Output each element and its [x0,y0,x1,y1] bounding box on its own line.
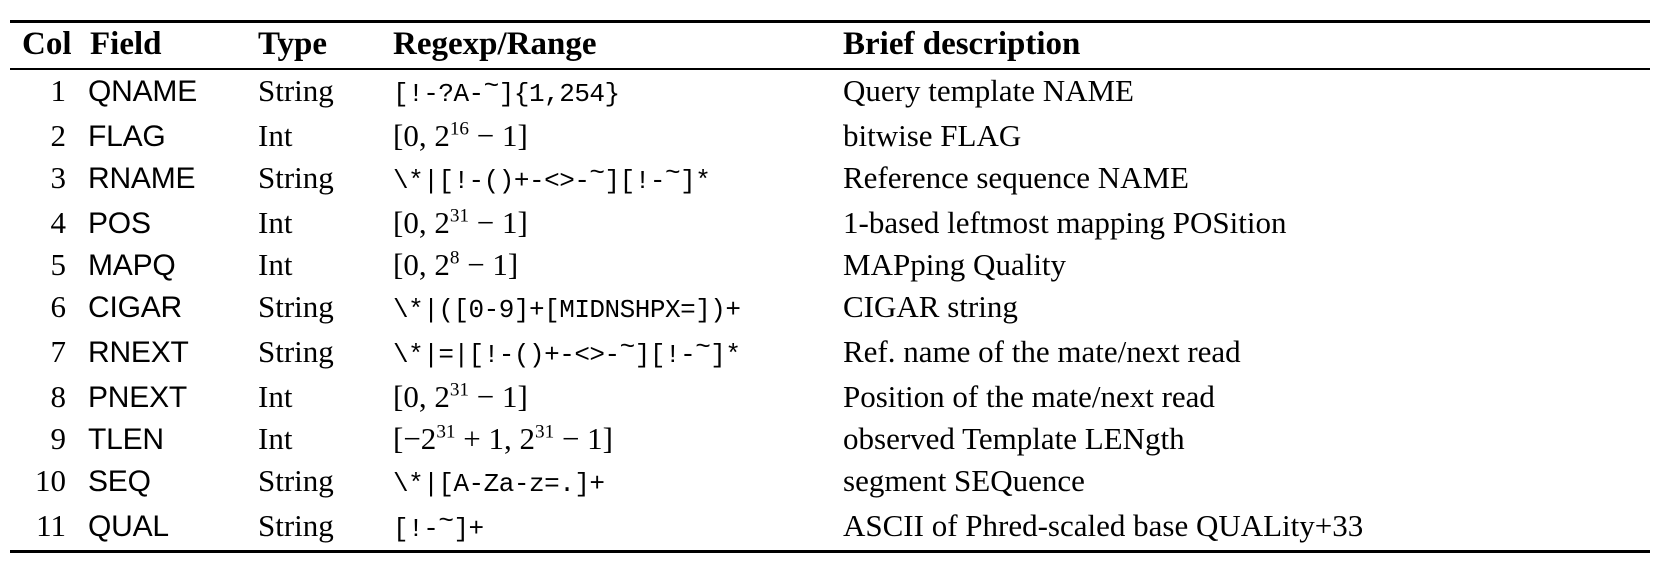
cell-regexp-range: [0, 28 − 1] [393,247,519,282]
cell-regexp-range: \*|=|[!-()+-<>-~][!-~]* [393,332,741,370]
cell-col-number: 4 [50,205,67,240]
cell-regexp-range: [0, 231 − 1] [393,379,528,414]
cell-col-number: 7 [50,334,67,369]
cell-brief-description: MAPping Quality [843,247,1067,282]
cell-field-type: String [258,463,334,498]
table-row: 3 RNAME String \*|[!-()+-<>-~][!-~]* Referen… [10,157,1650,202]
cell-field-type: String [258,508,334,543]
cell-field-type: Int [258,379,293,414]
sam-mandatory-fields-table: Col Field Type Regexp/Range Brief descri… [10,20,1650,554]
header-row: Col Field Type Regexp/Range Brief descri… [10,23,1650,70]
cell-brief-description: 1-based leftmost mapping POSition [843,205,1287,240]
cell-col-number: 8 [50,379,67,414]
cell-field-name: CIGAR [88,291,183,324]
cell-brief-description: CIGAR string [843,289,1018,324]
cell-brief-description: ASCII of Phred-scaled base QUALity+33 [843,508,1364,543]
cell-field-type: Int [258,421,293,456]
cell-field-name: FLAG [88,120,166,153]
table-row: 9 TLEN Int [−231 + 1, 231 − 1] observed Temp… [10,418,1650,460]
cell-regexp-range: \*|([0-9]+[MIDNSHPX=])+ [393,295,741,325]
cell-brief-description: Reference sequence NAME [843,160,1189,195]
cell-field-name: QNAME [88,75,198,108]
column-header-field: Field [88,23,258,70]
cell-field-name: SEQ [88,465,151,498]
column-header-col: Col [10,23,88,70]
cell-field-name: TLEN [88,423,164,456]
table-row: 5 MAPQ Int [0, 28 − 1] MAPping Quality [10,244,1650,286]
cell-field-name: RNAME [88,162,196,195]
cell-col-number: 10 [35,463,66,498]
cell-col-number: 1 [50,73,67,108]
cell-field-name: PNEXT [88,381,188,414]
cell-col-number: 11 [36,508,66,543]
cell-field-type: Int [258,247,293,282]
cell-col-number: 6 [50,289,67,324]
table-row: 11 QUAL String [!-~]+ ASCII of Phred-scaled … [10,505,1650,552]
cell-field-name: RNEXT [88,336,189,369]
table-row: 7 RNEXT String \*|=|[!-()+-<>-~][!-~]* Ref. … [10,331,1650,376]
cell-regexp-range: [!-?A-~]{1,254} [393,71,620,109]
cell-field-type: String [258,73,334,108]
cell-field-type: Int [258,205,293,240]
cell-brief-description: bitwise FLAG [843,118,1022,153]
table-body: 1 QNAME String [!-?A-~]{1,254} Query templat… [10,69,1650,552]
cell-brief-description: observed Template LENgth [843,421,1185,456]
cell-regexp-range: \*|[A-Za-z=.]+ [393,469,605,499]
top-rule [10,20,1650,24]
table-row: 6 CIGAR String \*|([0-9]+[MIDNSHPX=])+ CIGAR… [10,286,1650,331]
cell-regexp-range: [0, 216 − 1] [393,118,528,153]
cell-regexp-range: [!-~]+ [393,506,484,544]
cell-field-type: Int [258,118,293,153]
table-footer [10,550,1650,554]
cell-field-name: MAPQ [88,249,176,282]
bottom-rule [10,550,1650,554]
column-header-regexp-range: Regexp/Range [393,23,843,70]
cell-field-type: String [258,289,334,324]
table-header: Col Field Type Regexp/Range Brief descri… [10,20,1650,70]
column-header-brief-description: Brief description [843,23,1650,70]
cell-field-type: String [258,160,334,195]
table-row: 2 FLAG Int [0, 216 − 1] bitwise FLAG [10,115,1650,157]
cell-regexp-range: [−231 + 1, 231 − 1] [393,421,614,456]
cell-field-type: String [258,334,334,369]
cell-brief-description: segment SEQuence [843,463,1085,498]
cell-field-name: QUAL [88,510,169,543]
cell-col-number: 5 [50,247,67,282]
cell-brief-description: Ref. name of the mate/next read [843,334,1241,369]
table-row: 10 SEQ String \*|[A-Za-z=.]+ segment SEQuenc… [10,460,1650,505]
cell-col-number: 3 [50,160,67,195]
cell-col-number: 9 [50,421,67,456]
cell-regexp-range: [0, 231 − 1] [393,205,528,240]
table-row: 1 QNAME String [!-?A-~]{1,254} Query templat… [10,69,1650,115]
table-row: 8 PNEXT Int [0, 231 − 1] Position of the mat… [10,376,1650,418]
cell-regexp-range: \*|[!-()+-<>-~][!-~]* [393,158,711,196]
cell-field-name: POS [88,207,151,240]
column-header-type: Type [258,23,393,70]
cell-col-number: 2 [50,118,67,153]
cell-brief-description: Position of the mate/next read [843,379,1215,414]
table-row: 4 POS Int [0, 231 − 1] 1-based leftmost mapp… [10,202,1650,244]
cell-brief-description: Query template NAME [843,73,1134,108]
